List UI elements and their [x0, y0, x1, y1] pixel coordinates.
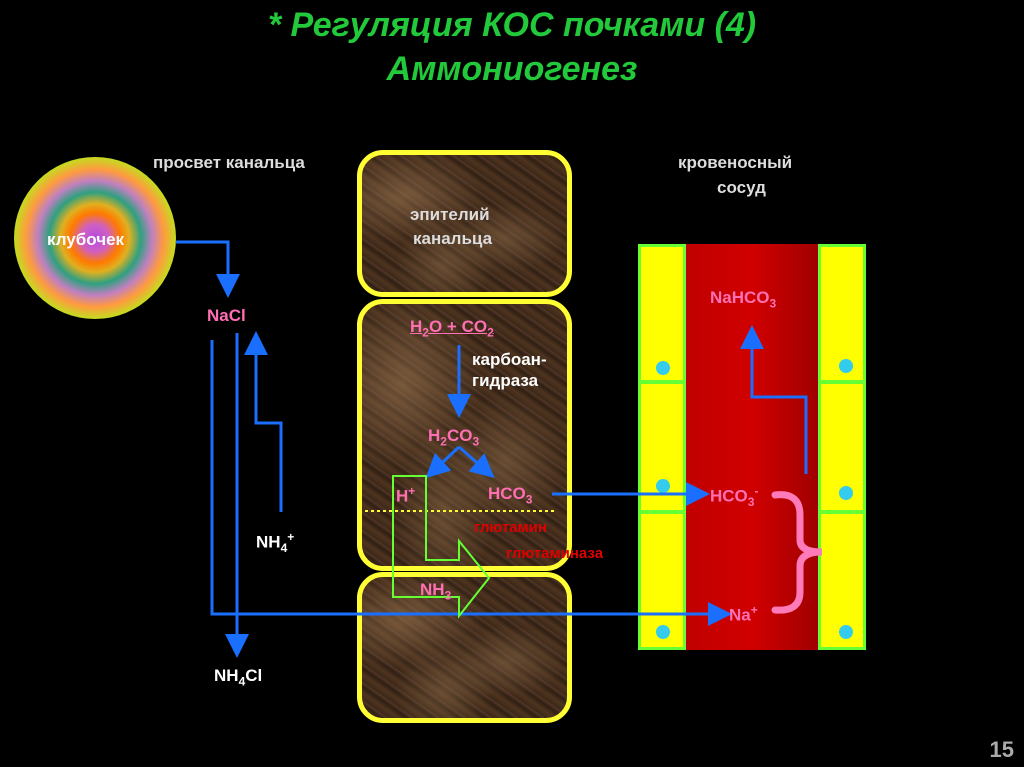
- hco3-label: HCO3: [488, 484, 533, 507]
- h-ion-label: H+: [396, 484, 416, 506]
- slide-title-line2: Аммониогенез: [386, 50, 638, 88]
- vessel-wall-left: [638, 244, 686, 650]
- glomerulus-graphic: [14, 157, 176, 319]
- epithelium-label-line1: эпителий: [410, 205, 490, 224]
- nacl-label: NaCl: [207, 306, 246, 325]
- glutaminase-label: глютаминаза: [506, 545, 604, 562]
- epithelial-cell-bottom: [357, 572, 572, 723]
- h2o-co2-label: H2O + CO2: [410, 317, 494, 340]
- lumen-label: просвет канальца: [153, 153, 305, 172]
- glutamine-label: глютамин: [474, 519, 547, 536]
- nahco3-label: NaHCO3: [710, 288, 777, 311]
- vessel-label-line2: сосуд: [717, 178, 766, 197]
- epithelial-cell-top: [357, 150, 572, 297]
- nh3-label: NH3: [420, 580, 452, 603]
- enzyme-label-line1: карбоан-: [472, 350, 547, 369]
- glomerulus-label: клубочек: [47, 230, 125, 249]
- vessel-wall-right: [818, 244, 866, 650]
- hco3-blood-label: HCO3-: [710, 484, 759, 510]
- h2co3-label: H2CO3: [428, 426, 480, 449]
- vessel-label-line1: кровеносный: [678, 153, 793, 172]
- epithelium-label-line2: канальца: [413, 229, 493, 248]
- slide-number: 15: [989, 737, 1014, 762]
- nh4cl-label: NH4Cl: [214, 666, 263, 689]
- nh4-ion-label: NH4+: [256, 530, 295, 556]
- na-blood-label: Na+: [729, 603, 758, 625]
- enzyme-label-line2: гидраза: [472, 371, 539, 390]
- blood-vessel: [686, 244, 818, 650]
- slide-title-line1: * Регуляция КОС почками (4): [267, 6, 757, 44]
- epithelial-cell-middle: [357, 299, 572, 571]
